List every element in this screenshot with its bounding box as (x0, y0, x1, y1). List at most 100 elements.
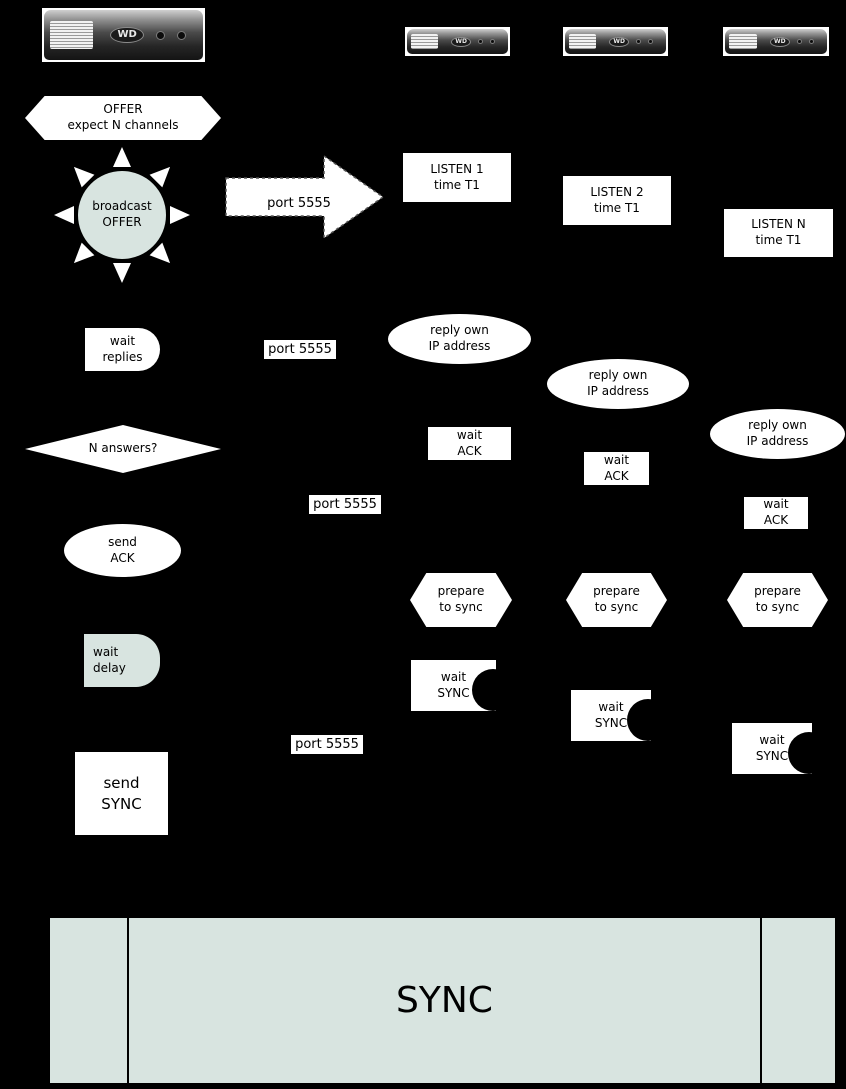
prepare-line2: to sync (755, 600, 800, 614)
wait-delay-shape: wait delay (84, 634, 160, 687)
reply-line1: reply own (430, 323, 489, 338)
device-face: WD (93, 27, 203, 43)
client-device-body: WD (725, 29, 827, 54)
broadcast-offer-sun: broadcast OFFER (52, 145, 192, 285)
sync-bar-divider-left (127, 918, 129, 1083)
device-face: WD (438, 36, 508, 47)
prepare-to-sync-hex-1: prepare to sync (410, 573, 512, 627)
send-ack-ellipse: send ACK (64, 524, 181, 577)
device-button-dot (635, 39, 641, 44)
sync-bar-label: SYNC (396, 980, 493, 1021)
wait-sync-line2: SYNC (755, 748, 789, 763)
offer-line1: OFFER (103, 102, 143, 117)
n-answers-label: N answers? (88, 441, 158, 456)
wait-sync-shape-2: wait SYNC (571, 690, 651, 741)
wait-sync-line2: SYNC (437, 685, 470, 700)
wait-ack-line2: ACK (604, 468, 629, 483)
device-vents (411, 34, 439, 49)
device-face: WD (757, 36, 827, 47)
wait-delay-line2: delay (93, 660, 126, 675)
listen-2-line1: LISTEN 2 (590, 184, 644, 199)
arrow-graphic (225, 154, 385, 240)
device-face: WD (596, 36, 666, 47)
device-button-dot (489, 39, 495, 44)
wait-ack-line2: ACK (457, 443, 482, 458)
reply-line1: reply own (748, 418, 807, 433)
device-button-dot (176, 30, 186, 40)
n-answers-decision: N answers? (25, 425, 221, 473)
port-5555-label-1: port 5555 (264, 340, 336, 359)
device-button-dot (796, 39, 802, 44)
device-button-dot (647, 39, 653, 44)
reply-line2: IP address (746, 434, 809, 448)
reply-line2: IP address (428, 339, 491, 353)
sun-rays (54, 147, 190, 283)
clientN-device-photo: WD (723, 27, 829, 56)
broadcast-offer-label: broadcast OFFER (52, 145, 192, 285)
prepare-line2: to sync (594, 600, 639, 614)
wait-ack-box-2: wait ACK (584, 452, 649, 485)
client2-device-photo: WD (563, 27, 668, 56)
listen-1-box: LISTEN 1 time T1 (403, 153, 511, 202)
listen-n-line1: LISTEN N (751, 217, 806, 232)
offer-line2: expect N channels (67, 118, 179, 132)
wd-logo: WD (110, 27, 144, 43)
broadcast-line1: broadcast (92, 199, 152, 214)
wait-ack-line2: ACK (763, 513, 789, 527)
wd-logo: WD (451, 36, 471, 47)
send-sync-line1: send (103, 773, 140, 792)
client1-device-photo: WD (405, 27, 510, 56)
wait-replies-line1: wait (109, 333, 136, 348)
device-button-dot (477, 39, 483, 44)
device-vents (569, 34, 597, 49)
wait-sync-line1: wait (598, 699, 624, 714)
listen-n-box: LISTEN N time T1 (724, 209, 833, 257)
listen-n-line2: time T1 (755, 233, 802, 247)
listen-1-line2: time T1 (434, 177, 480, 192)
prepare-to-sync-hex-2: prepare to sync (566, 573, 667, 627)
broadcast-arrow: port 5555 (225, 148, 385, 246)
wait-replies-line2: replies (102, 349, 143, 364)
reply-line2: IP address (587, 384, 649, 398)
client-device-body: WD (407, 29, 508, 54)
wait-sync-line1: wait (759, 732, 785, 747)
client-device-body: WD (565, 29, 666, 54)
listen-2-box: LISTEN 2 time T1 (563, 176, 671, 225)
reply-ip-ellipse-2: reply own IP address (547, 359, 689, 409)
device-button-dot (155, 30, 165, 40)
device-vents (729, 34, 757, 49)
wd-logo: WD (609, 36, 629, 47)
sync-bar-divider-right (760, 918, 762, 1083)
wait-ack-line1: wait (603, 452, 630, 467)
wait-ack-line1: wait (456, 427, 483, 442)
prepare-to-sync-hex-n: prepare to sync (727, 573, 828, 627)
wait-delay-line1: wait (93, 644, 119, 659)
wait-ack-box-n: wait ACK (744, 497, 808, 529)
device-vents (50, 21, 94, 49)
prepare-line1: prepare (593, 584, 640, 599)
wait-ack-box-1: wait ACK (428, 427, 511, 460)
wait-sync-line2: SYNC (594, 715, 628, 730)
device-button-dot (808, 39, 814, 44)
send-ack-line2: ACK (110, 550, 135, 565)
wait-replies-shape: wait replies (85, 328, 160, 371)
send-sync-box: send SYNC (75, 752, 168, 835)
broadcast-line2: OFFER (102, 215, 142, 229)
wait-sync-line1: wait (440, 669, 467, 684)
port-5555-label-2: port 5555 (309, 495, 381, 514)
arrow-port-label: port 5555 (267, 196, 331, 211)
server-device-body: WD (44, 10, 203, 60)
port-5555-label-3: port 5555 (291, 735, 363, 754)
sync-bar: SYNC (50, 918, 835, 1083)
listen-1-line1: LISTEN 1 (430, 161, 484, 176)
send-sync-line2: SYNC (101, 794, 142, 813)
prepare-line1: prepare (754, 584, 801, 599)
send-ack-line1: send (108, 534, 137, 549)
reply-ip-ellipse-n: reply own IP address (710, 409, 845, 459)
wait-ack-line1: wait (763, 497, 789, 512)
wait-sync-shape-1: wait SYNC (411, 660, 496, 711)
prepare-line1: prepare (437, 584, 485, 599)
listen-2-line2: time T1 (594, 200, 640, 215)
reply-ip-ellipse-1: reply own IP address (388, 314, 531, 364)
